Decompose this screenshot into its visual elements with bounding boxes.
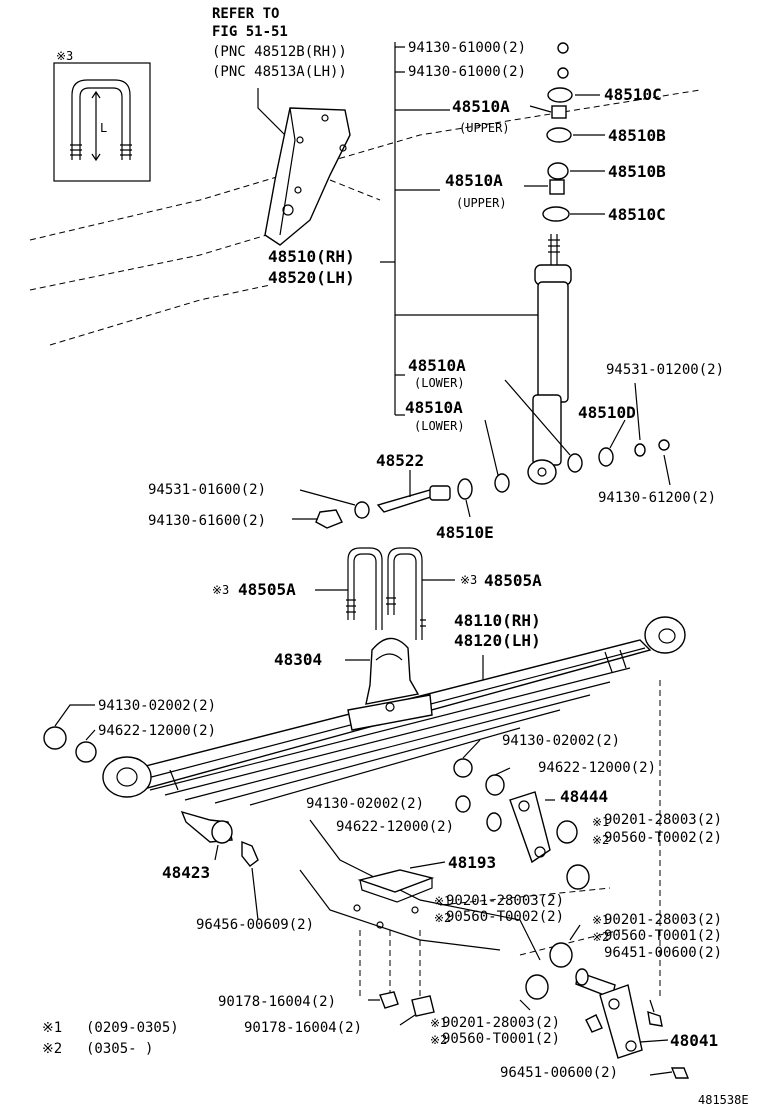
label-190201-b: 90201-28003(2) xyxy=(446,893,564,909)
label-48510a-lower-1: 48510A xyxy=(408,356,466,375)
label-mark2-b: ※2 xyxy=(434,911,451,925)
part-labels: 94130-61000(2) 94130-61000(2) 48510C 485… xyxy=(98,40,724,1081)
label-190201-a: 90201-28003(2) xyxy=(604,812,722,828)
legend-mark-2: ※2 xyxy=(42,1041,62,1057)
pin-48423 xyxy=(43,704,259,921)
inset-mark: ※3 xyxy=(56,49,73,63)
label-94130-02002-b: 94130-02002(2) xyxy=(502,733,620,749)
legend-text-1: (0209-0305) xyxy=(86,1020,179,1036)
label-48510-rh: 48510(RH) xyxy=(268,247,355,266)
label-94130-61000-b: 94130-61000(2) xyxy=(408,64,526,80)
label-94622-12000-a: 94622-12000(2) xyxy=(98,723,216,739)
label-48510b-1: 48510B xyxy=(608,126,666,145)
frame-bracket xyxy=(264,107,351,246)
label-96451-00600-a: 96451-00600(2) xyxy=(604,945,722,961)
label-290560-a: 90560-T0002(2) xyxy=(604,830,722,846)
figure-id: 481538E xyxy=(698,1093,749,1107)
label-94130-61600: 94130-61600(2) xyxy=(148,513,266,529)
label-mark1-d: ※1 xyxy=(430,1016,447,1030)
label-48510c-bot: 48510C xyxy=(608,205,666,224)
footnote-legend: ※1 (0209-0305) ※2 (0305- ) xyxy=(42,1020,179,1057)
nuts-90178 xyxy=(368,991,435,1026)
plate-48193 xyxy=(353,861,446,929)
label-lower-2: (LOWER) xyxy=(414,419,465,433)
label-290560-b: 90560-T0002(2) xyxy=(446,909,564,925)
refer-line2: FIG 51-51 xyxy=(212,24,288,40)
rear-washers xyxy=(519,864,590,1011)
refer-line4: (PNC 48513A(LH)) xyxy=(212,64,347,80)
label-mark1-c: ※1 xyxy=(592,913,609,927)
label-94622-12000-b: 94622-12000(2) xyxy=(538,760,656,776)
label-lower-1: (LOWER) xyxy=(414,376,465,390)
legend-mark-1: ※1 xyxy=(42,1020,62,1036)
label-96456-00609: 96456-00609(2) xyxy=(196,917,314,933)
label-48510c-top: 48510C xyxy=(604,85,662,104)
top-nuts xyxy=(542,42,573,222)
label-190201-d: 90201-28003(2) xyxy=(442,1015,560,1031)
shock-absorber xyxy=(527,234,572,485)
label-94531-01600: 94531-01600(2) xyxy=(148,482,266,498)
label-48510a-upper-2: 48510A xyxy=(445,171,503,190)
label-94130-02002-a: 94130-02002(2) xyxy=(98,698,216,714)
u-bolts xyxy=(315,547,455,640)
label-90178-16004-a: 90178-16004(2) xyxy=(218,994,336,1010)
shackle-48444 xyxy=(453,739,578,864)
shackle-48041 xyxy=(575,968,690,1079)
label-upper-2: (UPPER) xyxy=(456,196,507,210)
label-94622-12000-c: 94622-12000(2) xyxy=(336,819,454,835)
label-48520-lh: 48520(LH) xyxy=(268,268,355,287)
label-94531-01200: 94531-01200(2) xyxy=(606,362,724,378)
label-mark3-left: ※3 xyxy=(212,583,229,597)
ubolt-inset: ※3 L xyxy=(53,49,151,182)
label-48505a-left: 48505A xyxy=(238,580,296,599)
label-48510d: 48510D xyxy=(578,403,636,422)
label-48423: 48423 xyxy=(162,863,210,882)
label-48510a-upper-1: 48510A xyxy=(452,97,510,116)
label-96451-00600-b: 96451-00600(2) xyxy=(500,1065,618,1081)
label-94130-02002-c: 94130-02002(2) xyxy=(306,796,424,812)
legend-text-2: (0305- ) xyxy=(86,1041,153,1057)
label-mark1-b: ※1 xyxy=(434,894,451,908)
label-290560-c: 90560-T0001(2) xyxy=(604,928,722,944)
label-48110-rh: 48110(RH) xyxy=(454,611,541,630)
label-48510a-lower-2: 48510A xyxy=(405,398,463,417)
label-190201-c: 90201-28003(2) xyxy=(604,912,722,928)
label-48444: 48444 xyxy=(560,787,608,806)
label-48041: 48041 xyxy=(670,1031,718,1050)
label-mark2-a: ※2 xyxy=(592,833,609,847)
label-290560-d: 90560-T0001(2) xyxy=(442,1031,560,1047)
label-48505a-right: 48505A xyxy=(484,571,542,590)
label-90178-16004-b: 90178-16004(2) xyxy=(244,1020,362,1036)
label-48120-lh: 48120(LH) xyxy=(454,631,541,650)
top-leader-tree xyxy=(380,42,540,416)
leaf-spring xyxy=(102,616,686,806)
label-48304: 48304 xyxy=(274,650,322,669)
inset-dim-label: L xyxy=(100,121,107,135)
label-mark3-right: ※3 xyxy=(460,573,477,587)
label-48193: 48193 xyxy=(448,853,496,872)
refer-note: REFER TO FIG 51-51 (PNC 48512B(RH)) (PNC… xyxy=(212,6,347,136)
stud-48522 xyxy=(292,470,473,529)
label-48510e: 48510E xyxy=(436,523,494,542)
label-mark1-a: ※1 xyxy=(592,815,609,829)
label-94130-61200: 94130-61200(2) xyxy=(598,490,716,506)
lower-bushings xyxy=(484,379,671,493)
label-48522: 48522 xyxy=(376,451,424,470)
refer-line3: (PNC 48512B(RH)) xyxy=(212,44,347,60)
refer-line1: REFER TO xyxy=(212,6,279,22)
label-mark2-d: ※2 xyxy=(430,1033,447,1047)
label-48510b-2: 48510B xyxy=(608,162,666,181)
frame-outline xyxy=(29,89,701,1000)
label-94130-61000-a: 94130-61000(2) xyxy=(408,40,526,56)
label-mark2-c: ※2 xyxy=(592,930,609,944)
label-upper-1: (UPPER) xyxy=(459,121,510,135)
